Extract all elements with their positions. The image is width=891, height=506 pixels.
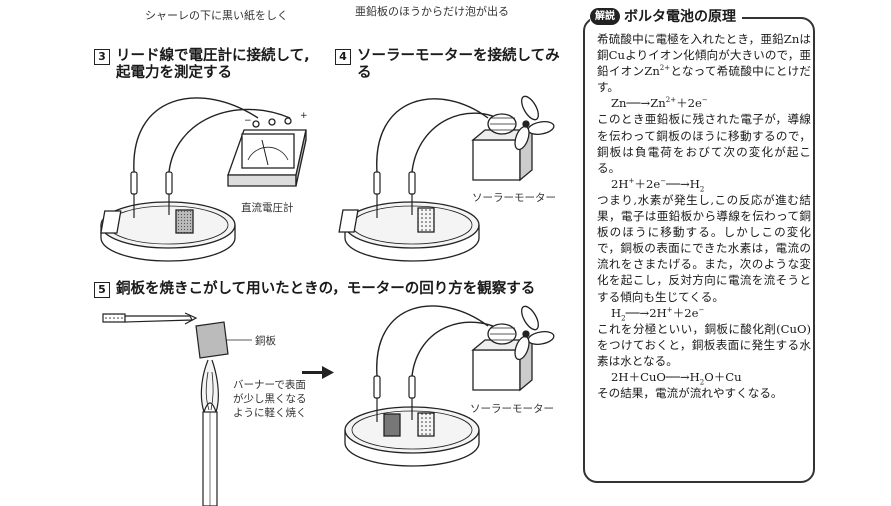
- svg-text:+: +: [300, 111, 308, 121]
- explanation-paragraph: つまり,水素が発生し,この反応が進む結果，電子は亜鉛板から導線を伝わって銅板のほ…: [597, 192, 811, 304]
- caption-zinc-bubbles: 亜鉛板のほうからだけ泡が出る: [355, 5, 509, 18]
- zinc-plate-3: [417, 412, 435, 437]
- step-5-number: 5: [94, 282, 110, 298]
- caption-black-paper: シャーレの下に黒い紙をしく: [145, 9, 288, 22]
- explanation-paragraph: 希硫酸中に電極を入れたとき，亜鉛Znは銅Cuよりイオン化傾向が大きいので，亜鉛イ…: [597, 32, 811, 95]
- zinc-plate-1: [100, 210, 122, 234]
- arrow-right: [302, 366, 334, 379]
- clips-2: [373, 171, 416, 218]
- explanation-badge: 解説: [590, 7, 620, 25]
- step-4-number: 4: [335, 49, 351, 65]
- experiment-illustrations: − +: [100, 95, 555, 506]
- panel-body: 希硫酸中に電極を入れたとき，亜鉛Znは銅Cuよりイオン化傾向が大きいので，亜鉛イ…: [597, 31, 811, 401]
- copper-plate-1: [175, 209, 194, 234]
- propeller-1: [514, 95, 555, 151]
- solar-motor-2: [471, 305, 555, 392]
- label-burner-note: バーナーで表面 が少し黒くなる ように軽く焼く: [233, 379, 307, 419]
- reaction-equation: H2──→2H+＋2e−: [611, 305, 705, 322]
- lead-wires-1: [133, 97, 291, 173]
- label-solar-motor-1: ソーラーモーター: [472, 192, 556, 204]
- step-5-title: 銅板を焼きこがして用いたときの，モーターの回り方を観察する: [116, 281, 536, 297]
- lead-wires-3: [376, 305, 506, 377]
- zinc-plate-2: [338, 209, 359, 233]
- step-3-number: 3: [94, 49, 110, 65]
- petri-dish-2: [338, 201, 480, 262]
- label-solar-motor-2: ソーラーモーター: [470, 403, 554, 415]
- petri-dish-3: [344, 406, 480, 467]
- step-4-heading: 4 ソーラーモーターを接続してみる: [335, 48, 565, 82]
- reaction-equation: 2H＋CuO──→H2O＋Cu: [611, 369, 742, 387]
- panel-title: ボルタ電池の原理: [624, 9, 736, 25]
- voltmeter: − +: [227, 111, 308, 187]
- explanation-paragraph: このとき亜鉛板に残された電子が，導線を伝わって銅板のほうに移動するので，銅板は負…: [597, 112, 811, 175]
- explanation-paragraph: その結果，電流が流れやすくなる。: [597, 386, 783, 401]
- propeller-2: [514, 305, 555, 361]
- step-3-heading: 3 リード線で電圧計に接続して, 起電力を測定する: [94, 48, 324, 82]
- reaction-equation: 2H+＋2e−──→H2: [611, 176, 705, 194]
- reaction-equation: Zn──→Zn2+＋2e−: [611, 96, 708, 111]
- copper-plate-burned: [383, 413, 401, 437]
- panel-header: 解説 ボルタ電池の原理: [590, 6, 742, 26]
- label-voltmeter: 直流電圧計: [241, 202, 294, 214]
- burner: [200, 359, 219, 506]
- step-3-title: リード線で電圧計に接続して, 起電力を測定する: [116, 48, 310, 81]
- clips-3: [373, 375, 416, 422]
- solar-motor-1: [471, 95, 555, 182]
- copper-plate-2: [417, 207, 435, 233]
- step-4-title: ソーラーモーターを接続してみる: [357, 48, 560, 81]
- step-5-heading: 5 銅板を焼きこがして用いたときの，モーターの回り方を観察する: [94, 281, 564, 298]
- tongs: [102, 312, 198, 325]
- petri-dish-1: [100, 201, 236, 262]
- svg-text:−: −: [244, 116, 252, 126]
- explanation-paragraph: これを分極といい，銅板に酸化剤(CuO)をつけておくと，銅板表面に発生する水素は…: [597, 321, 811, 368]
- copper-plate-heated: [195, 321, 252, 359]
- label-copper-plate: 銅板: [255, 335, 276, 347]
